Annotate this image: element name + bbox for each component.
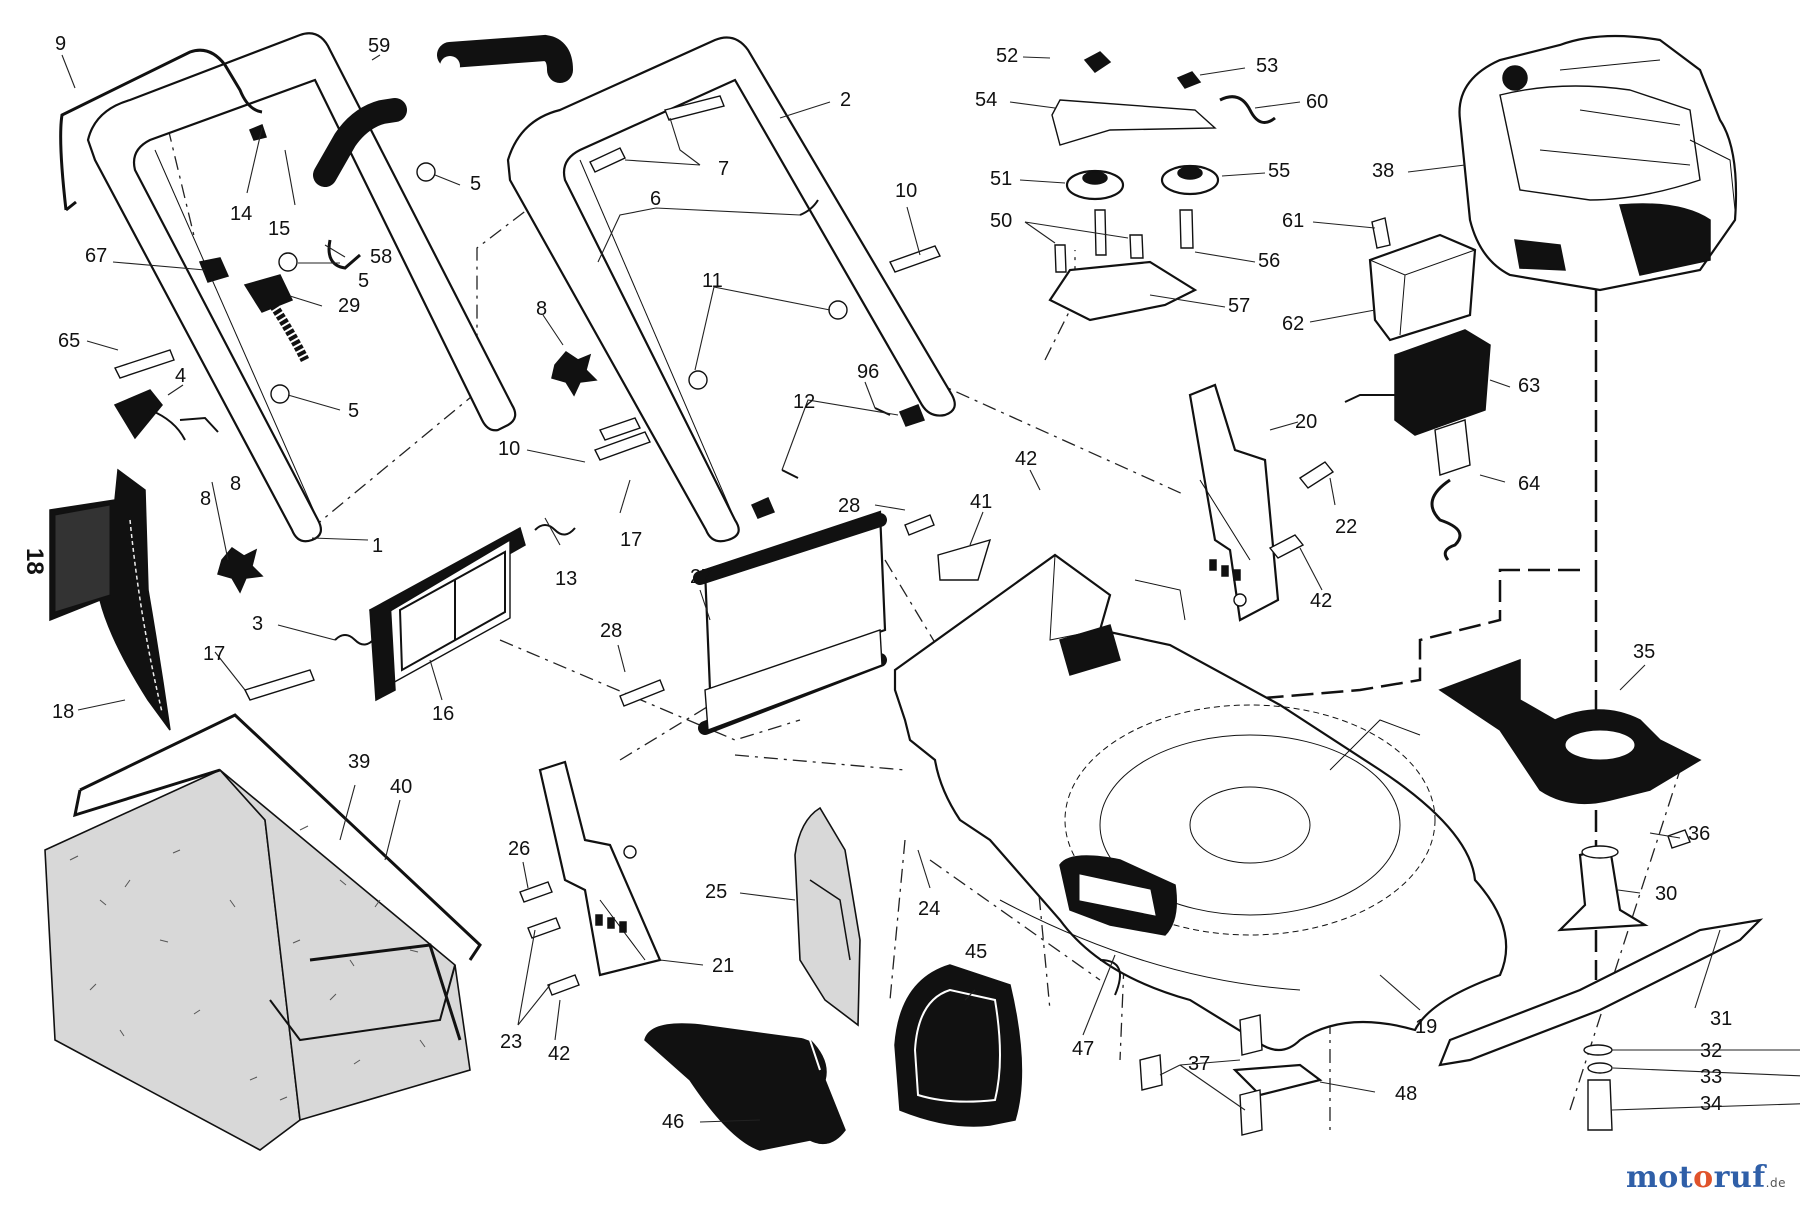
label-55: 55 [1268, 160, 1290, 182]
label-21: 21 [712, 955, 734, 977]
label-1: 1 [372, 535, 383, 557]
lower-handle [506, 36, 956, 543]
label-26: 26 [508, 838, 530, 860]
label-37: 37 [1188, 1053, 1210, 1075]
label-40: 40 [390, 776, 412, 798]
label-3: 3 [252, 613, 263, 635]
label-10a: 10 [895, 180, 917, 202]
label-48: 48 [1395, 1083, 1417, 1105]
label-30: 30 [1655, 883, 1677, 905]
label-5c: 5 [348, 400, 359, 422]
chute-45 [894, 964, 1023, 1127]
label-42a: 42 [1015, 448, 1037, 470]
label-24: 24 [918, 898, 940, 920]
blade-assembly [1438, 658, 1764, 1131]
label-28b: 28 [600, 620, 622, 642]
label-27: 27 [690, 566, 712, 588]
label-11: 11 [702, 270, 723, 292]
label-12: 12 [793, 391, 815, 413]
label-17b: 17 [203, 643, 225, 665]
label-38: 38 [1372, 160, 1394, 182]
label-56: 56 [1258, 250, 1280, 272]
battery-box [1344, 217, 1491, 561]
label-35: 35 [1633, 641, 1655, 663]
label-63: 63 [1518, 375, 1540, 397]
label-62: 62 [1282, 313, 1304, 335]
label-4: 4 [175, 365, 186, 387]
label-29: 29 [338, 295, 360, 317]
engine [1458, 34, 1738, 292]
label-31: 31 [1710, 1008, 1732, 1030]
label-15: 15 [268, 218, 290, 240]
label-52: 52 [996, 45, 1018, 67]
label-64: 64 [1518, 473, 1540, 495]
pulley-bracket [1048, 51, 1276, 322]
label-10b: 10 [498, 438, 520, 460]
watermark-part1: mot [1626, 1160, 1694, 1195]
label-8c: 8 [230, 473, 241, 495]
label-67: 67 [85, 245, 107, 267]
label-61: 61 [1282, 210, 1304, 232]
label-34: 34 [1700, 1093, 1722, 1115]
label-2: 2 [840, 89, 851, 111]
flap-46 [644, 1023, 846, 1151]
label-22: 22 [1335, 516, 1357, 538]
label-16: 16 [432, 703, 454, 725]
label-9: 9 [55, 33, 66, 55]
label-39: 39 [348, 751, 370, 773]
label-8b: 8 [200, 488, 211, 510]
label-96a: 96 [857, 361, 879, 383]
label-17a: 17 [620, 529, 642, 551]
label-6: 6 [650, 188, 661, 210]
label-8a: 8 [536, 298, 547, 320]
label-51: 51 [990, 168, 1012, 190]
label-50: 50 [990, 210, 1012, 232]
label-33: 33 [1700, 1066, 1722, 1088]
label-65: 65 [58, 330, 80, 352]
label-23: 23 [500, 1031, 522, 1053]
label-28a: 28 [838, 495, 860, 517]
label-57: 57 [1228, 295, 1250, 317]
watermark-part2: o [1693, 1160, 1714, 1195]
label-45: 45 [965, 941, 987, 963]
label-14: 14 [230, 203, 252, 225]
label-7: 7 [718, 158, 729, 180]
deck [893, 553, 1508, 1052]
label-42c: 42 [548, 1043, 570, 1065]
grass-bag [44, 713, 482, 1151]
label-46: 46 [662, 1111, 684, 1133]
tube-59 [313, 34, 573, 270]
label-5b: 5 [358, 270, 369, 292]
label-19: 19 [1415, 1016, 1437, 1038]
callout-labels: 9 59 2 52 53 54 60 51 55 38 50 61 56 57 … [21, 33, 1732, 1133]
label-20: 20 [1295, 411, 1317, 433]
label-25: 25 [705, 881, 727, 903]
label-47: 47 [1072, 1038, 1094, 1060]
label-53: 53 [1256, 55, 1278, 77]
height-adjuster-20 [1188, 383, 1335, 622]
page-number: 18 [21, 548, 48, 575]
mulch-plug-25 [794, 806, 861, 1027]
label-60: 60 [1306, 91, 1328, 113]
label-32: 32 [1700, 1040, 1722, 1062]
rear-door [244, 524, 576, 702]
rear-flap-18 [49, 468, 171, 731]
site-watermark: motoruf.de [1626, 1160, 1786, 1195]
mount-48 [1139, 1014, 1323, 1136]
label-18: 18 [52, 701, 74, 723]
upper-handle [59, 32, 517, 594]
pivot-rod [619, 510, 992, 735]
label-5a: 5 [470, 173, 481, 195]
label-42b: 42 [1310, 590, 1332, 612]
watermark-suffix: .de [1765, 1176, 1786, 1190]
label-13: 13 [555, 568, 577, 590]
watermark-part3: ruf [1713, 1160, 1766, 1195]
label-54: 54 [975, 89, 997, 111]
label-41: 41 [970, 491, 992, 513]
label-59: 59 [368, 35, 390, 57]
label-36: 36 [1688, 823, 1710, 845]
label-58: 58 [370, 246, 392, 268]
leader-lines [61, 54, 1800, 1123]
